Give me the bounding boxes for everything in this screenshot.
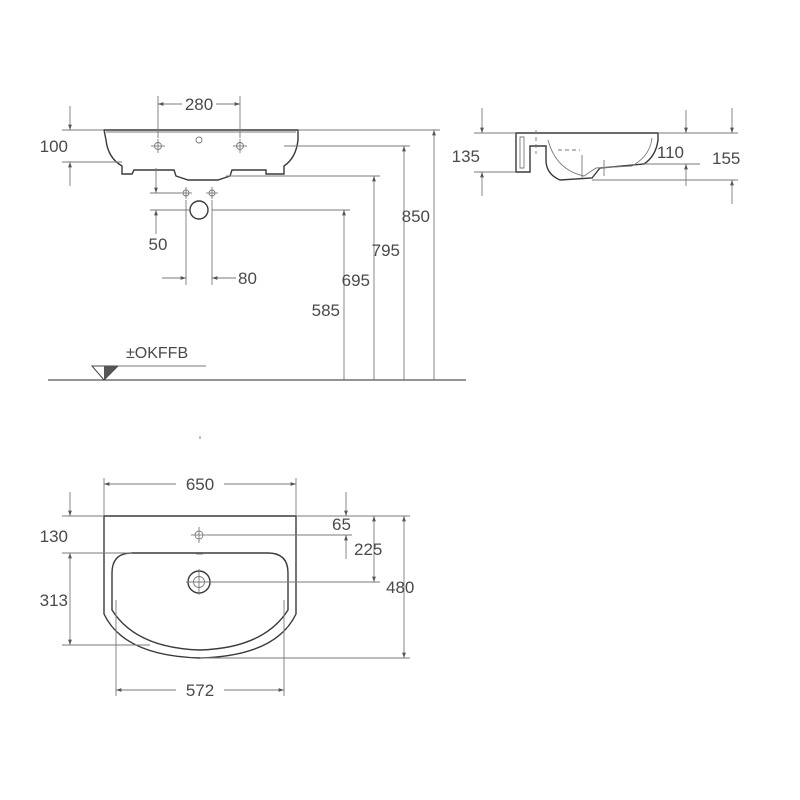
dim-height-585: 585 bbox=[312, 301, 340, 320]
dim-trap-spacing: 80 bbox=[238, 269, 257, 288]
dim-top-width-650: 650 bbox=[186, 475, 214, 494]
side-view: 135 110 155 bbox=[452, 108, 740, 204]
dim-tap-spacing: 280 bbox=[185, 95, 213, 114]
dim-trap-offset: 50 bbox=[149, 235, 168, 254]
waste-connection-left-icon bbox=[180, 187, 192, 199]
dim-side-155: 155 bbox=[712, 149, 740, 168]
dim-side-135: 135 bbox=[452, 147, 480, 166]
dim-top-65: 65 bbox=[332, 515, 351, 534]
dim-top-313: 313 bbox=[40, 591, 68, 610]
floor-level-icon bbox=[90, 365, 206, 381]
front-view: 280 100 50 80 850 795 695 585 bbox=[40, 95, 466, 381]
dim-side-110: 110 bbox=[657, 143, 684, 162]
dim-height-850: 850 bbox=[402, 207, 430, 226]
dim-top-depth-480: 480 bbox=[386, 578, 414, 597]
floor-reference-label: ±OKFFB bbox=[126, 345, 188, 362]
overflow-hole-icon bbox=[195, 136, 203, 144]
dim-height-795: 795 bbox=[372, 241, 400, 260]
dim-rim-height: 100 bbox=[40, 137, 68, 156]
dim-height-695: 695 bbox=[342, 271, 370, 290]
dim-top-225: 225 bbox=[354, 540, 382, 559]
top-tap-hole-icon bbox=[191, 527, 207, 543]
trap-outlet-icon bbox=[189, 200, 209, 220]
tap-hole-right-icon bbox=[233, 139, 247, 153]
dim-top-130: 130 bbox=[40, 527, 68, 546]
top-view: 650 65 225 480 130 313 572 bbox=[40, 475, 415, 700]
front-basin-outline bbox=[103, 129, 299, 181]
top-bowl-outline bbox=[111, 552, 289, 651]
top-drain-icon bbox=[186, 569, 212, 595]
tap-hole-left-icon bbox=[151, 139, 165, 153]
side-basin-outline bbox=[515, 132, 659, 181]
waste-connection-right-icon bbox=[206, 187, 218, 199]
dim-top-inner-width-572: 572 bbox=[186, 681, 214, 700]
